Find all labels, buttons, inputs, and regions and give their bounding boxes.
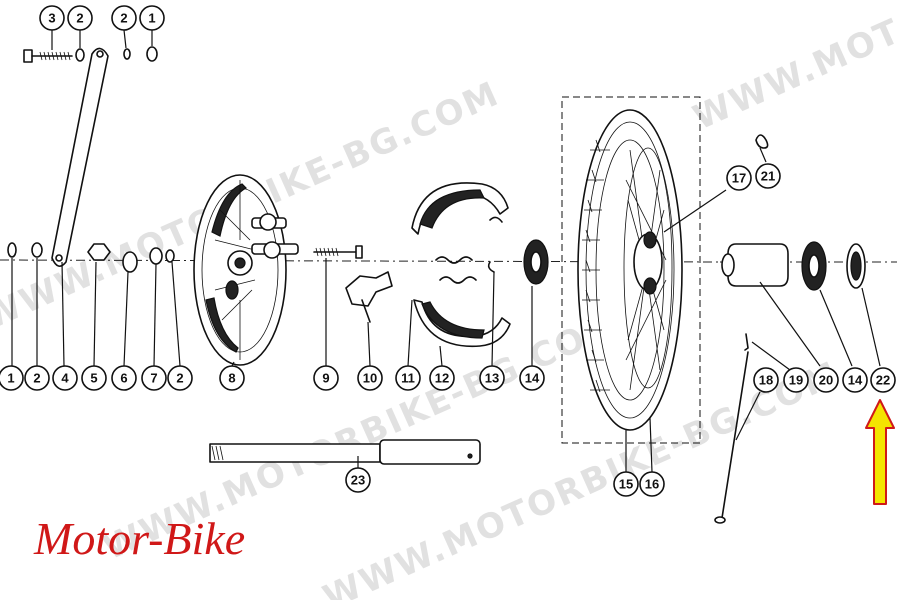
wheel-tire-assembly: [561, 96, 701, 444]
leader-lines: [11, 147, 881, 473]
callout-14: 14: [842, 367, 868, 393]
callout-14: 14: [519, 365, 545, 391]
oil-seal: [846, 243, 866, 289]
brake-shoes: [411, 182, 511, 348]
callout-17: 17: [726, 165, 752, 191]
left-axle-hardware: [7, 242, 175, 273]
svg-text:21: 21: [761, 169, 775, 184]
callout-4: 4: [52, 365, 78, 391]
spoke-clip: [755, 134, 769, 149]
svg-text:5: 5: [90, 371, 97, 386]
callout-23: 23: [345, 467, 371, 493]
watermark-text: WWW.MOTORBIKE-BG.COM: [687, 0, 897, 138]
svg-text:6: 6: [120, 371, 127, 386]
svg-text:2: 2: [76, 11, 83, 26]
brake-plate: [193, 174, 299, 366]
svg-text:22: 22: [876, 373, 890, 388]
callout-21: 21: [755, 163, 781, 189]
callout-13: 13: [479, 365, 505, 391]
svg-text:2: 2: [176, 371, 183, 386]
svg-text:11: 11: [401, 371, 415, 386]
callout-18: 18: [753, 367, 779, 393]
svg-text:13: 13: [485, 371, 499, 386]
svg-text:16: 16: [645, 477, 659, 492]
callout-2: 2: [67, 5, 93, 31]
svg-text:14: 14: [525, 371, 540, 386]
wheel-axle: [209, 439, 481, 465]
callout-2: 2: [24, 365, 50, 391]
brake-bolt: [313, 245, 363, 259]
wheel-spacer: [721, 243, 789, 287]
callout-5: 5: [81, 365, 107, 391]
svg-text:23: 23: [351, 473, 365, 488]
svg-text:7: 7: [150, 371, 157, 386]
callout-7: 7: [141, 365, 167, 391]
callout-12: 12: [429, 365, 455, 391]
callout-3: 3: [39, 5, 65, 31]
svg-text:17: 17: [732, 171, 746, 186]
callout-20: 20: [813, 367, 839, 393]
right-bearing: [801, 241, 827, 291]
svg-text:10: 10: [363, 371, 377, 386]
svg-text:1: 1: [7, 371, 14, 386]
highlight-arrow-icon: [865, 399, 895, 505]
brake-cam-lever: [345, 271, 393, 323]
center-axis-line: [0, 259, 721, 263]
callout-1: 1: [0, 365, 24, 391]
callout-19: 19: [783, 367, 809, 393]
callout-8: 8: [219, 365, 245, 391]
callout-16: 16: [639, 471, 665, 497]
callout-22: 22: [870, 367, 896, 393]
callout-11: 11: [395, 365, 421, 391]
callout-9: 9: [313, 365, 339, 391]
svg-text:14: 14: [848, 373, 863, 388]
callout-15: 15: [613, 471, 639, 497]
svg-text:9: 9: [322, 371, 329, 386]
svg-text:18: 18: [759, 373, 773, 388]
brand-logo-text: Motor-Bike: [34, 513, 246, 564]
callout-2: 2: [167, 365, 193, 391]
svg-text:4: 4: [61, 371, 69, 386]
svg-text:1: 1: [148, 11, 155, 26]
callout-6: 6: [111, 365, 137, 391]
svg-text:12: 12: [435, 371, 449, 386]
spoke-and-nipple: [714, 333, 749, 524]
torque-arm: [51, 47, 109, 267]
callout-1: 1: [139, 5, 165, 31]
svg-text:8: 8: [228, 371, 235, 386]
svg-text:15: 15: [619, 477, 633, 492]
svg-text:2: 2: [33, 371, 40, 386]
callout-2: 2: [111, 5, 137, 31]
torque-arm-bolt-group: [23, 29, 158, 63]
svg-text:2: 2: [120, 11, 127, 26]
svg-text:19: 19: [789, 373, 803, 388]
left-bearing: [523, 239, 549, 285]
callout-10: 10: [357, 365, 383, 391]
svg-text:3: 3: [48, 11, 55, 26]
svg-text:20: 20: [819, 373, 833, 388]
